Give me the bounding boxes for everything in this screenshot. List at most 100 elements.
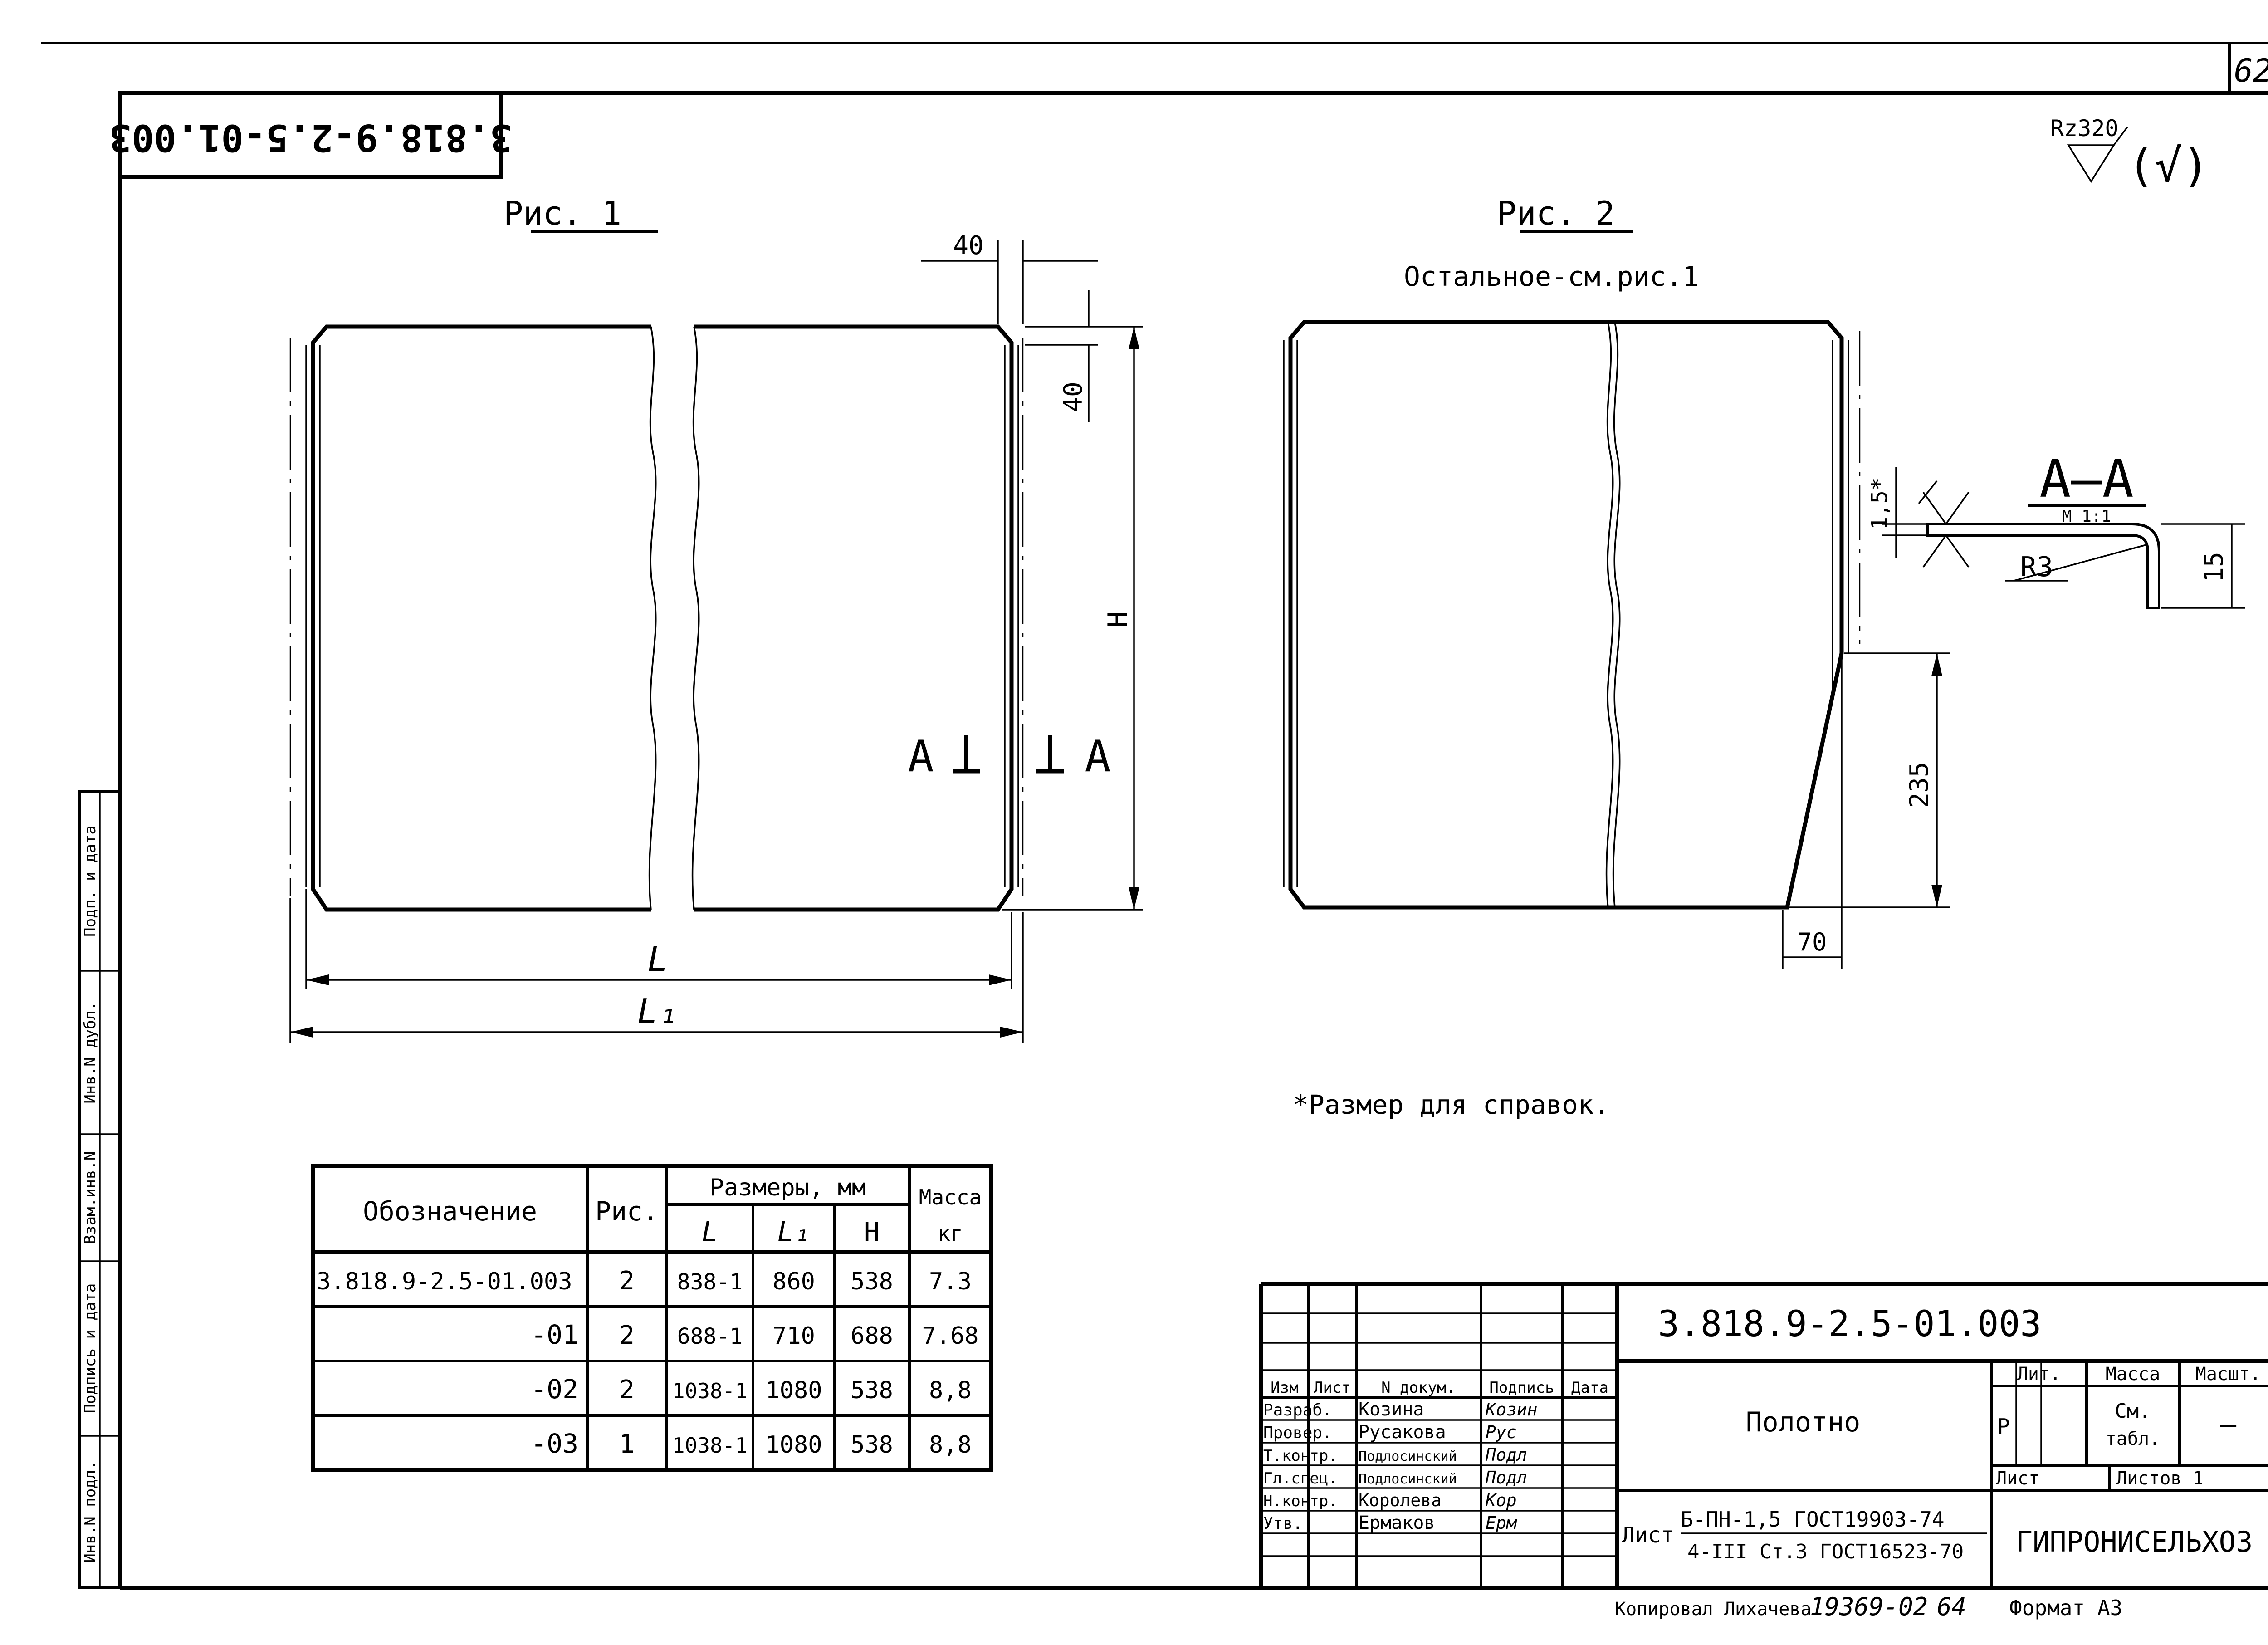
figure-2-subtitle: Остальное-см.рис.1 [1404,261,1699,293]
side-stamp: Инв.N подл. Подпись и дата Взам.инв.N Ин… [78,790,122,1589]
table-header-sizes: Размеры, мм [710,1174,866,1201]
role-row: Гл.спец. Подлосинский Подл [1263,1468,1527,1488]
table-header-fig: Рис. [595,1196,659,1227]
footnote: *Размер для справок. [1293,1089,1609,1120]
svg-text:Подлосинский: Подлосинский [1359,1471,1457,1487]
table-header-designation: Обозначение [363,1196,537,1227]
svg-text:1038-1: 1038-1 [672,1379,748,1403]
role-row: Утв. Ермаков Ерм [1263,1513,1517,1533]
svg-text:(√): (√) [2127,139,2209,192]
signature: Подл [1485,1468,1527,1488]
stamp-label-podp: Подп. и дата [81,825,99,937]
spec-table: Обозначение Рис. Размеры, мм Масса кг L … [311,1164,993,1472]
svg-text:8,8: 8,8 [929,1377,972,1404]
figure-1-dim-corner-x: 40 [953,231,983,260]
svg-text:2: 2 [619,1266,635,1296]
svg-text:538: 538 [850,1268,893,1295]
svg-text:Разраб.: Разраб. [1263,1401,1332,1420]
section-mark-right: A [1085,732,1110,782]
sheets-label: Листов 1 [2116,1468,2204,1489]
svg-text:Утв.: Утв. [1263,1514,1303,1533]
table-row: -02 2 1038-1 1080 538 8,8 [531,1374,972,1405]
svg-text:-03: -03 [531,1428,578,1459]
col-header-podp: Подпись [1489,1379,1554,1397]
col-header-list: Лист [1314,1379,1351,1397]
svg-text:Русакова: Русакова [1359,1422,1446,1443]
section-aa-flange: 15 [2200,552,2229,582]
table-header-H: H [864,1218,880,1247]
section-aa-thickness: 1,5* [1867,477,1892,530]
section-aa-radius: R3 [2020,551,2053,583]
signature: Ерм [1486,1513,1517,1533]
page-number: 62 [2234,52,2268,89]
footer-page-ref: 64 [1937,1592,1966,1621]
figure-2: Рис. 2 Остальное-см.рис.1 235 70 [1283,194,1950,969]
svg-text:1: 1 [619,1430,635,1459]
svg-text:Rz320: Rz320 [2050,115,2119,142]
figure-1-dim-length1: L₁ [637,991,678,1031]
role-row: Разраб. Козина Козин [1263,1399,1537,1420]
figure-1: Рис. 1 40 40 H A [289,194,1143,1043]
svg-text:1080: 1080 [765,1377,822,1404]
signature: Подл [1485,1445,1527,1465]
figure-1-dim-corner-y: 40 [1059,382,1088,412]
svg-text:1080: 1080 [765,1431,822,1459]
col-header-ndoc: N докум. [1381,1379,1456,1397]
section-aa: А–А М 1:1 1,5* R3 15 [1867,449,2245,609]
footer-copied: Копировал Лихачева [1615,1599,1811,1620]
table-row: -03 1 1038-1 1080 538 8,8 [531,1428,972,1459]
stamp-label-sign-date: Подпись и дата [81,1283,99,1414]
footer: Копировал Лихачева 19369-02 64 Формат А3 [1615,1592,2122,1621]
roughness-symbol: Rz320 (√) [2050,115,2209,192]
table-header-L1: L₁ [777,1216,810,1248]
figure-1-dim-length: L [647,939,668,979]
table-header-mass: Масса [919,1185,982,1209]
figure-2-dim-cut-height: 235 [1905,762,1934,808]
svg-text:2: 2 [619,1375,635,1405]
mass-value-2: табл. [2106,1429,2160,1449]
svg-text:7.68: 7.68 [922,1322,978,1350]
mass-header: Масса [2106,1364,2160,1385]
stamp-label-dubl: Инв.N дубл. [81,1001,99,1103]
sheet-label: Лист [1996,1468,2039,1489]
table-header-mass-unit: кг [938,1221,963,1246]
material-prefix: Лист [1622,1523,1674,1548]
svg-text:538: 538 [850,1377,893,1404]
svg-text:8,8: 8,8 [929,1431,972,1459]
svg-text:2: 2 [619,1321,635,1350]
organization: ГИПРОНИСЕЛЬХОЗ [2016,1525,2253,1558]
figure-1-title: Рис. 1 [503,194,621,232]
svg-text:838-1: 838-1 [677,1269,743,1295]
svg-text:688: 688 [850,1322,893,1350]
title-document-code: 3.818.9-2.5-01.003 [1658,1304,2041,1345]
lit-value: Р [1997,1414,2010,1439]
svg-text:710: 710 [772,1322,815,1350]
role-row: Т.контр. Подлосинский Подл [1263,1445,1527,1465]
stamp-label-vzam: Взам.инв.N [81,1151,99,1244]
svg-text:Гл.спец.: Гл.спец. [1263,1469,1338,1488]
table-row: 3.818.9-2.5-01.003 2 838-1 860 538 7.3 [317,1266,972,1296]
svg-text:7.3: 7.3 [929,1268,972,1295]
scale-value: — [2220,1409,2237,1440]
role-row: Н.контр. Королева Кор [1263,1490,1517,1510]
svg-text:Н.контр.: Н.контр. [1263,1492,1338,1510]
svg-text:Козина: Козина [1359,1399,1424,1420]
svg-text:Провер.: Провер. [1263,1424,1332,1442]
table-header-L: L [702,1216,718,1248]
svg-text:688-1: 688-1 [677,1324,743,1349]
title-block: 3.818.9-2.5-01.003 Полотно Изм Лист N до… [1259,1282,2268,1588]
svg-text:3.818.9-2.5-01.003: 3.818.9-2.5-01.003 [317,1268,572,1295]
title-part-name: Полотно [1746,1406,1861,1438]
lit-header: Лит. [2017,1364,2061,1385]
stamp-label-inv-podl: Инв.N подл. [81,1460,99,1562]
mass-value-1: См. [2115,1400,2151,1423]
material-bottom: 4-III Ст.3 ГОСТ16523-70 [1687,1540,1964,1563]
footer-format: Формат А3 [2009,1596,2122,1620]
figure-2-dim-cut-width: 70 [1797,928,1827,956]
figure-1-dim-height: H [1102,611,1134,627]
table-row: -01 2 688-1 710 688 7.68 [531,1319,978,1350]
signature: Кор [1485,1490,1517,1510]
svg-text:860: 860 [772,1268,815,1295]
footer-order-number: 19369-02 [1810,1592,1928,1621]
